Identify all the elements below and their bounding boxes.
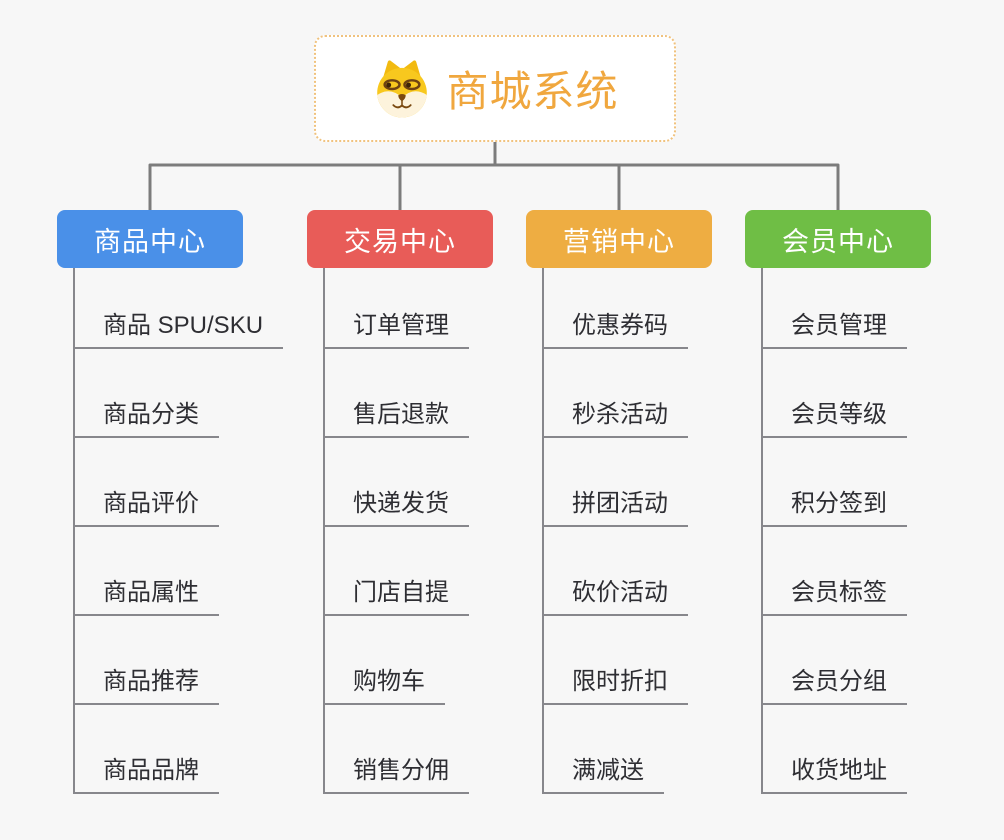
subtopic-node[interactable]: 满减送 — [542, 705, 664, 794]
subtopic-node[interactable]: 收货地址 — [761, 705, 907, 794]
subtopic-node[interactable]: 会员分组 — [761, 616, 907, 705]
subtopic-node[interactable]: 快递发货 — [323, 438, 469, 527]
subtopic-node[interactable]: 积分签到 — [761, 438, 907, 527]
subtopic-node[interactable]: 商品品牌 — [73, 705, 219, 794]
subtopic-node[interactable]: 售后退款 — [323, 349, 469, 438]
subtopic-node[interactable]: 优惠券码 — [542, 260, 688, 349]
dog-face-icon — [377, 59, 428, 118]
branch-header-trade-center[interactable]: 交易中心 — [307, 210, 493, 268]
subtopic-node[interactable]: 会员管理 — [761, 260, 907, 349]
subtopic-node[interactable]: 门店自提 — [323, 527, 469, 616]
subtopic-node[interactable]: 会员标签 — [761, 527, 907, 616]
subtopic-node[interactable]: 订单管理 — [323, 260, 469, 349]
subtopic-node[interactable]: 会员等级 — [761, 349, 907, 438]
subtopic-node[interactable]: 砍价活动 — [542, 527, 688, 616]
branch-items-member-center: 会员管理 会员等级 积分签到 会员标签 会员分组 收货地址 — [761, 260, 907, 794]
subtopic-node[interactable]: 销售分佣 — [323, 705, 469, 794]
branch-items-trade-center: 订单管理 售后退款 快递发货 门店自提 购物车 销售分佣 — [323, 260, 469, 794]
subtopic-node[interactable]: 商品推荐 — [73, 616, 219, 705]
root-node[interactable]: 商城系统 — [314, 35, 676, 142]
root-title: 商城系统 — [446, 68, 619, 115]
subtopic-node[interactable]: 商品分类 — [73, 349, 219, 438]
subtopic-node[interactable]: 拼团活动 — [542, 438, 688, 527]
branch-items-marketing-center: 优惠券码 秒杀活动 拼团活动 砍价活动 限时折扣 满减送 — [542, 260, 688, 794]
subtopic-node[interactable]: 商品评价 — [73, 438, 219, 527]
branch-header-member-center[interactable]: 会员中心 — [745, 210, 931, 268]
subtopic-node[interactable]: 商品属性 — [73, 527, 219, 616]
branch-header-product-center[interactable]: 商品中心 — [57, 210, 243, 268]
subtopic-node[interactable]: 限时折扣 — [542, 616, 688, 705]
subtopic-node[interactable]: 购物车 — [323, 616, 445, 705]
branch-header-marketing-center[interactable]: 营销中心 — [526, 210, 712, 268]
subtopic-node[interactable]: 商品 SPU/SKU — [73, 260, 284, 349]
subtopic-node[interactable]: 秒杀活动 — [542, 349, 688, 438]
branch-items-product-center: 商品 SPU/SKU 商品分类 商品评价 商品属性 商品推荐 商品品牌 — [73, 260, 284, 794]
